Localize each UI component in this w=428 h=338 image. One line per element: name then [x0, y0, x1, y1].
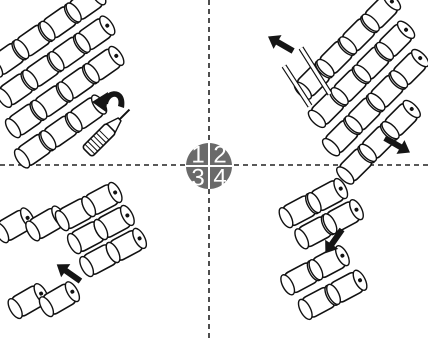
panel-step-1 [0, 0, 160, 170]
step-number-3: 3 [191, 165, 204, 192]
watch-band-icon [250, 175, 396, 324]
step-number-badge: 1 2 3 4 [186, 142, 232, 192]
watch-band-icon [53, 180, 150, 278]
watch-band-icon [0, 0, 160, 170]
panel-step-2 [264, 0, 428, 187]
arrow-up-left-icon [264, 30, 297, 58]
panel-step-3 [0, 180, 149, 332]
panel-step-4 [250, 175, 396, 324]
watch-band-icon [270, 0, 428, 187]
step-number-4: 4 [213, 165, 226, 192]
